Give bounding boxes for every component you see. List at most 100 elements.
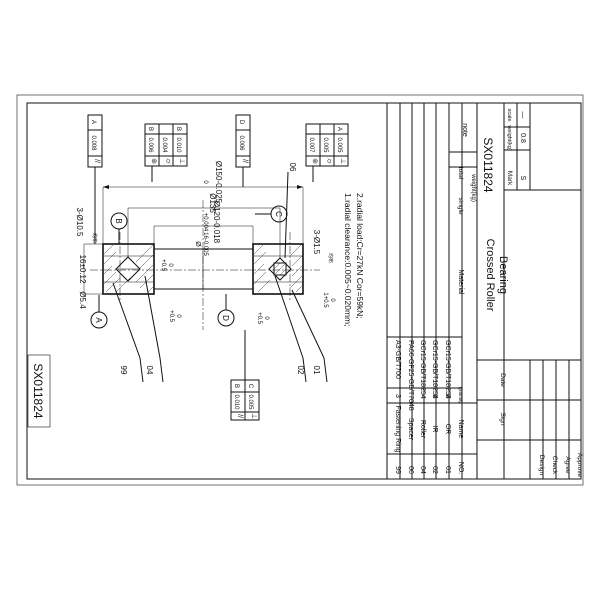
tf7-val: 0.005 bbox=[322, 137, 328, 153]
tf2-ref: B bbox=[147, 127, 153, 131]
header-name: Name bbox=[457, 420, 464, 439]
datum-c-label: C bbox=[274, 211, 283, 217]
weight-value: 0.8 bbox=[519, 133, 526, 143]
chamfer-c: +0.5 bbox=[168, 310, 174, 323]
tf9-val: 0.010 bbox=[233, 394, 239, 410]
datum-b: B bbox=[110, 212, 128, 244]
chamfer-a2: 0 bbox=[167, 263, 173, 267]
tf3-sym: ⌭ bbox=[164, 158, 171, 163]
header-material: Material bbox=[457, 270, 464, 295]
mark-label: Mark bbox=[506, 171, 513, 186]
sign-col-date: Date bbox=[499, 373, 506, 387]
bom-row: 06 Spacer PA66-GF25-GB/T7048 bbox=[407, 340, 414, 474]
sign-row-design: Design bbox=[538, 455, 545, 476]
dim-od-inner: Ø135 bbox=[208, 193, 217, 213]
datum-b-label: B bbox=[114, 218, 123, 223]
bom-qty: 2 bbox=[444, 394, 451, 398]
tf8-ref: A bbox=[336, 127, 342, 131]
sign-row-approve: Approve bbox=[576, 453, 583, 478]
datum-d-label: D bbox=[221, 315, 230, 321]
product-name-line2: Bearing bbox=[497, 256, 509, 294]
tf3-val: 0.004 bbox=[161, 137, 167, 153]
bom-row: 99 Fastening Ring 3 A3-GB/T700 bbox=[394, 340, 401, 474]
tf9-ref: B bbox=[233, 384, 239, 388]
dim-small-dia: Ø5.4 bbox=[78, 291, 87, 309]
bom-row: 02 IR 1 GCr15-GB/T18254 bbox=[431, 340, 438, 474]
note-radial-load: 2.radial load:Cr=27kN Cor=59kN; bbox=[355, 193, 365, 319]
tf10-ref: C bbox=[247, 384, 253, 389]
tf6-val: 0.007 bbox=[308, 137, 314, 153]
header-note: note bbox=[461, 123, 468, 137]
tolerance-frame-2: ⊚ 0.006 B ⌭ 0.004 ⊥ 0.010 B bbox=[144, 123, 188, 182]
sign-col-sign: Sign bbox=[499, 412, 506, 425]
bom-name: IR bbox=[431, 426, 438, 433]
product-name-line1: Crossed Roller bbox=[484, 239, 496, 312]
bom-qty: 1 bbox=[431, 394, 438, 398]
chamfer-d: +0.5 bbox=[256, 312, 262, 325]
tf2-sym: ⊚ bbox=[150, 158, 157, 164]
tolerance-frame-1: // 0.008 A bbox=[87, 114, 103, 244]
scale-value: — bbox=[519, 112, 526, 119]
chamfer-c2: 0 bbox=[175, 314, 181, 318]
datum-d: D bbox=[217, 294, 235, 327]
tolerance-frame-4: ⊚ 0.007 ⌭ 0.005 ⊥ 0.005 A bbox=[305, 123, 349, 182]
header-no: NO. bbox=[457, 462, 464, 475]
bom-material: GCr15-GB/T18254 bbox=[419, 340, 426, 399]
bom-row: 01 OR 2 GCr15-GB/T18254 bbox=[444, 340, 451, 474]
weight-label: weight(kg) bbox=[506, 124, 512, 151]
tf10-sym: ⊥ bbox=[250, 413, 257, 419]
sign-row-agree: Agree bbox=[564, 456, 571, 474]
drawing-code-side-label: SX011824 bbox=[27, 354, 51, 428]
drawing-code-side: SX011824 bbox=[31, 363, 45, 418]
tf5-sym: // bbox=[241, 159, 248, 163]
header-single: single bbox=[457, 198, 464, 215]
bom-name: Spacer bbox=[407, 418, 414, 441]
tf5-ref: D bbox=[238, 120, 244, 125]
datum-a-label: A bbox=[94, 317, 103, 323]
tf1-ref: A bbox=[90, 120, 96, 124]
chamfer-a: +0.5 bbox=[160, 259, 166, 272]
tf4-sym: ⊥ bbox=[178, 158, 185, 164]
bom-material: PA66-GF25-GB/T7048 bbox=[407, 340, 414, 411]
note-radial-clearance: 1.radial clearance:0.005~0.020mm; bbox=[343, 193, 353, 327]
tf6-sym: ⊚ bbox=[311, 158, 318, 164]
bom-no: 02 bbox=[431, 466, 438, 474]
header-total: total bbox=[457, 167, 464, 180]
scale-label: scale bbox=[506, 109, 512, 122]
mark-value: S bbox=[519, 176, 526, 181]
dim-height: 16±0.12 bbox=[78, 255, 87, 284]
tf7-sym: ⌭ bbox=[325, 158, 332, 163]
header-quantity: Quantity bbox=[458, 387, 463, 405]
dim-bore-tol: +0.004 bbox=[202, 213, 208, 232]
tf4-val: 0.010 bbox=[175, 137, 181, 153]
tf1-val: 0.008 bbox=[90, 135, 96, 151]
tolerance-frame-3: // 0.006 D bbox=[235, 114, 251, 187]
balloon-02: 02 bbox=[296, 366, 305, 375]
bom-material: GCr15-GB/T18254 bbox=[431, 340, 438, 399]
title-info: Mark weight(kg) scale S 0.8 — bbox=[506, 109, 526, 186]
chamfer-d2: 0 bbox=[263, 316, 269, 320]
sign-row-check: Check bbox=[551, 456, 558, 475]
header-weight-kg: weight(kg) bbox=[470, 173, 476, 202]
tf9-sym: // bbox=[236, 414, 243, 418]
balloon-04: 04 bbox=[145, 366, 154, 375]
tf10-val: 0.005 bbox=[247, 394, 253, 410]
bom-no: 04 bbox=[419, 466, 426, 474]
bom-no: 01 bbox=[444, 466, 451, 474]
bom-table: 99 Fastening Ring 3 A3-GB/T700 06 Spacer… bbox=[394, 123, 476, 474]
bom-name: OR bbox=[444, 424, 451, 435]
chamfer-b: 1+0.5 bbox=[322, 292, 328, 308]
chamfer-b2: 0 bbox=[329, 298, 335, 302]
dim-holes-bottom: 3-Ø1.5 bbox=[312, 230, 321, 255]
datum-a: A bbox=[90, 295, 108, 329]
dim-holes-bottom-sub: 均布 bbox=[327, 253, 334, 263]
balloon-99: 99 bbox=[119, 366, 128, 375]
tf2-val: 0.006 bbox=[147, 137, 153, 153]
tf1-sym: // bbox=[93, 159, 100, 163]
datum-c: C bbox=[255, 205, 288, 223]
balloon-06: 06 bbox=[288, 163, 297, 172]
bom-name: Roller bbox=[419, 420, 426, 439]
bom-material: A3-GB/T700 bbox=[394, 340, 401, 379]
tf8-val: 0.005 bbox=[336, 137, 342, 153]
dim-bore: Ø120-0.018 bbox=[212, 201, 221, 244]
